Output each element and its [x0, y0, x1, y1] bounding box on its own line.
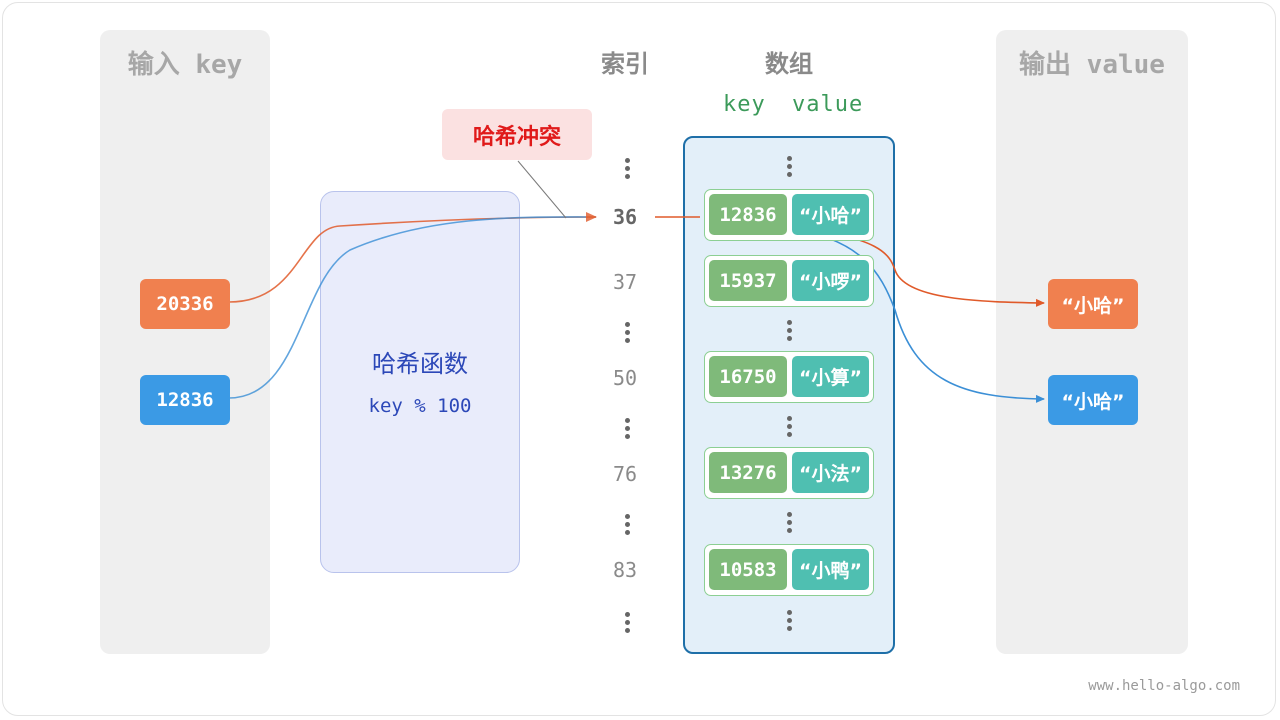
- input-key-12836: 12836: [140, 375, 230, 425]
- array-ellipsis: [786, 512, 792, 533]
- bucket-cell: 16750 “小算”: [704, 351, 874, 403]
- index-label: 76: [612, 462, 638, 486]
- hash-function-title: 哈希函数: [372, 350, 468, 378]
- index-label: 37: [612, 270, 638, 294]
- bucket-cell: 13276 “小法”: [704, 447, 874, 499]
- array-column-title: 数组: [765, 50, 813, 78]
- output-value-orange: “小哈”: [1048, 279, 1138, 329]
- array-ellipsis: [786, 320, 792, 341]
- index-label: 50: [612, 366, 638, 390]
- output-panel: 输出 value: [996, 30, 1188, 654]
- hash-function-box: 哈希函数 key % 100: [320, 191, 520, 573]
- bucket-key: 13276: [709, 452, 787, 493]
- bucket-cell: 10583 “小鸭”: [704, 544, 874, 596]
- input-panel-title: 输入 key: [127, 50, 243, 80]
- key-header: key: [723, 92, 766, 117]
- arrow-12836-to-36: [228, 211, 597, 399]
- index-ellipsis: [624, 418, 630, 439]
- index-ellipsis: [624, 514, 630, 535]
- bucket-value: “小算”: [792, 356, 869, 397]
- bucket-cell: 12836 “小哈”: [704, 189, 874, 241]
- collision-callout-line: [517, 160, 567, 219]
- bucket-cell: 15937 “小啰”: [704, 255, 874, 307]
- index-label: 83: [612, 558, 638, 582]
- bucket-key: 10583: [709, 549, 787, 590]
- bucket-key: 16750: [709, 356, 787, 397]
- array-ellipsis: [786, 416, 792, 437]
- array-ellipsis: [786, 156, 792, 177]
- site-watermark: www.hello-algo.com: [1088, 678, 1240, 694]
- input-panel: 输入 key: [100, 30, 270, 654]
- bucket-key: 15937: [709, 260, 787, 301]
- array-ellipsis: [786, 610, 792, 631]
- bucket-value: “小鸭”: [792, 549, 869, 590]
- input-key-20336: 20336: [140, 279, 230, 329]
- arrow-cell-to-output-blue: [789, 227, 1045, 403]
- output-value-blue: “小哈”: [1048, 375, 1138, 425]
- output-panel-title: 输出 value: [1019, 50, 1165, 80]
- value-header: value: [792, 92, 864, 117]
- bucket-value: “小法”: [792, 452, 869, 493]
- hash-collision-label: 哈希冲突: [442, 109, 592, 160]
- index-column-title: 索引: [601, 50, 649, 78]
- index-ellipsis: [624, 158, 630, 179]
- bucket-value: “小哈”: [792, 194, 869, 235]
- index-label: 36: [612, 205, 638, 229]
- index-ellipsis: [624, 612, 630, 633]
- bucket-key: 12836: [709, 194, 787, 235]
- hash-function-expression: key % 100: [368, 395, 472, 417]
- bucket-value: “小啰”: [792, 260, 869, 301]
- index-ellipsis: [624, 322, 630, 343]
